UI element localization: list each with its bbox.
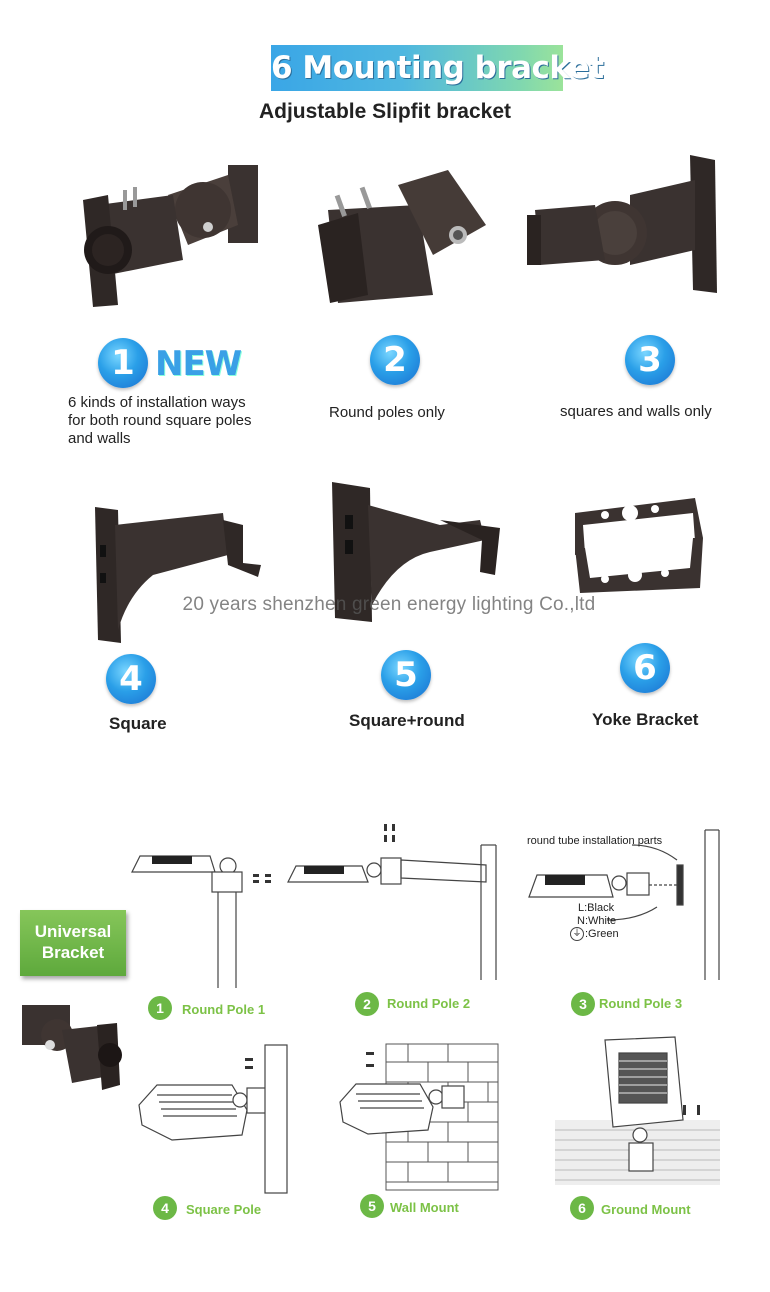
wiring-ground: :Green xyxy=(585,928,619,940)
bracket-3-description: squares and walls only xyxy=(560,403,712,420)
bracket-1-description: 6 kinds of installation ways for both ro… xyxy=(68,394,251,448)
title-banner xyxy=(271,45,563,91)
page-title: 6 Mounting bracket xyxy=(271,50,604,86)
bracket-5-image xyxy=(332,482,500,622)
bracket-1-desc-line: for both round square poles xyxy=(68,412,252,429)
bracket-1-image xyxy=(83,165,258,307)
mount-6-number: 6 xyxy=(570,1196,594,1220)
new-tag: NEW xyxy=(155,344,242,384)
watermark: 20 years shenzhen green energy lighting … xyxy=(182,594,596,615)
bracket-5-caption: Square+round xyxy=(349,711,465,730)
mount-1-number: 1 xyxy=(148,996,172,1020)
bracket-2-image xyxy=(318,170,486,303)
mount-5-label: Wall Mount xyxy=(390,1200,459,1215)
round-tube-note: round tube installation parts xyxy=(527,835,663,847)
bracket-2-number: 2 xyxy=(370,335,420,385)
bracket-3-number: 3 xyxy=(625,335,675,385)
bracket-4-image xyxy=(95,507,261,643)
bracket-2-description: Round poles only xyxy=(329,404,445,421)
round-pole-1-diagram xyxy=(131,855,271,988)
bracket-4-caption: Square xyxy=(109,714,167,733)
mount-4-label: Square Pole xyxy=(186,1202,262,1217)
bracket-1-desc-line: 6 kinds of installation ways xyxy=(68,394,246,411)
bracket-1-desc-line: and walls xyxy=(68,430,131,447)
bracket-6-number: 6 xyxy=(620,643,670,693)
bracket-3-image xyxy=(527,155,717,293)
mount-5-number: 5 xyxy=(360,1194,384,1218)
ground-icon: ⏚ xyxy=(570,927,584,941)
badge-line: Bracket xyxy=(41,943,105,962)
mount-3-number: 3 xyxy=(571,992,595,1016)
bracket-6-caption: Yoke Bracket xyxy=(592,710,699,729)
mount-2-number: 2 xyxy=(355,992,379,1016)
bracket-6-image xyxy=(575,498,703,593)
universal-bracket-photo xyxy=(22,1005,122,1090)
wiring-live: L:Black xyxy=(578,902,615,914)
ground-mount-diagram xyxy=(555,1036,720,1185)
bracket-5-number: 5 xyxy=(381,650,431,700)
mount-3-label: Round Pole 3 xyxy=(599,996,683,1011)
universal-bracket-badge: Universal Bracket xyxy=(20,910,126,976)
round-pole-3-diagram xyxy=(528,829,720,980)
bracket-4-number: 4 xyxy=(106,654,156,704)
wall-mount-diagram xyxy=(339,1043,499,1191)
round-pole-2-diagram xyxy=(287,824,497,980)
wiring-neutral: N:White xyxy=(577,915,617,927)
page-subtitle: Adjustable Slipfit bracket xyxy=(258,100,512,123)
mount-1-label: Round Pole 1 xyxy=(182,1002,266,1017)
square-pole-diagram xyxy=(138,1044,288,1194)
badge-line: Universal xyxy=(34,922,112,941)
mount-2-label: Round Pole 2 xyxy=(387,996,471,1011)
bracket-1-number: 1 xyxy=(98,338,148,388)
mount-6-label: Ground Mount xyxy=(601,1202,691,1217)
mount-4-number: 4 xyxy=(153,1196,177,1220)
